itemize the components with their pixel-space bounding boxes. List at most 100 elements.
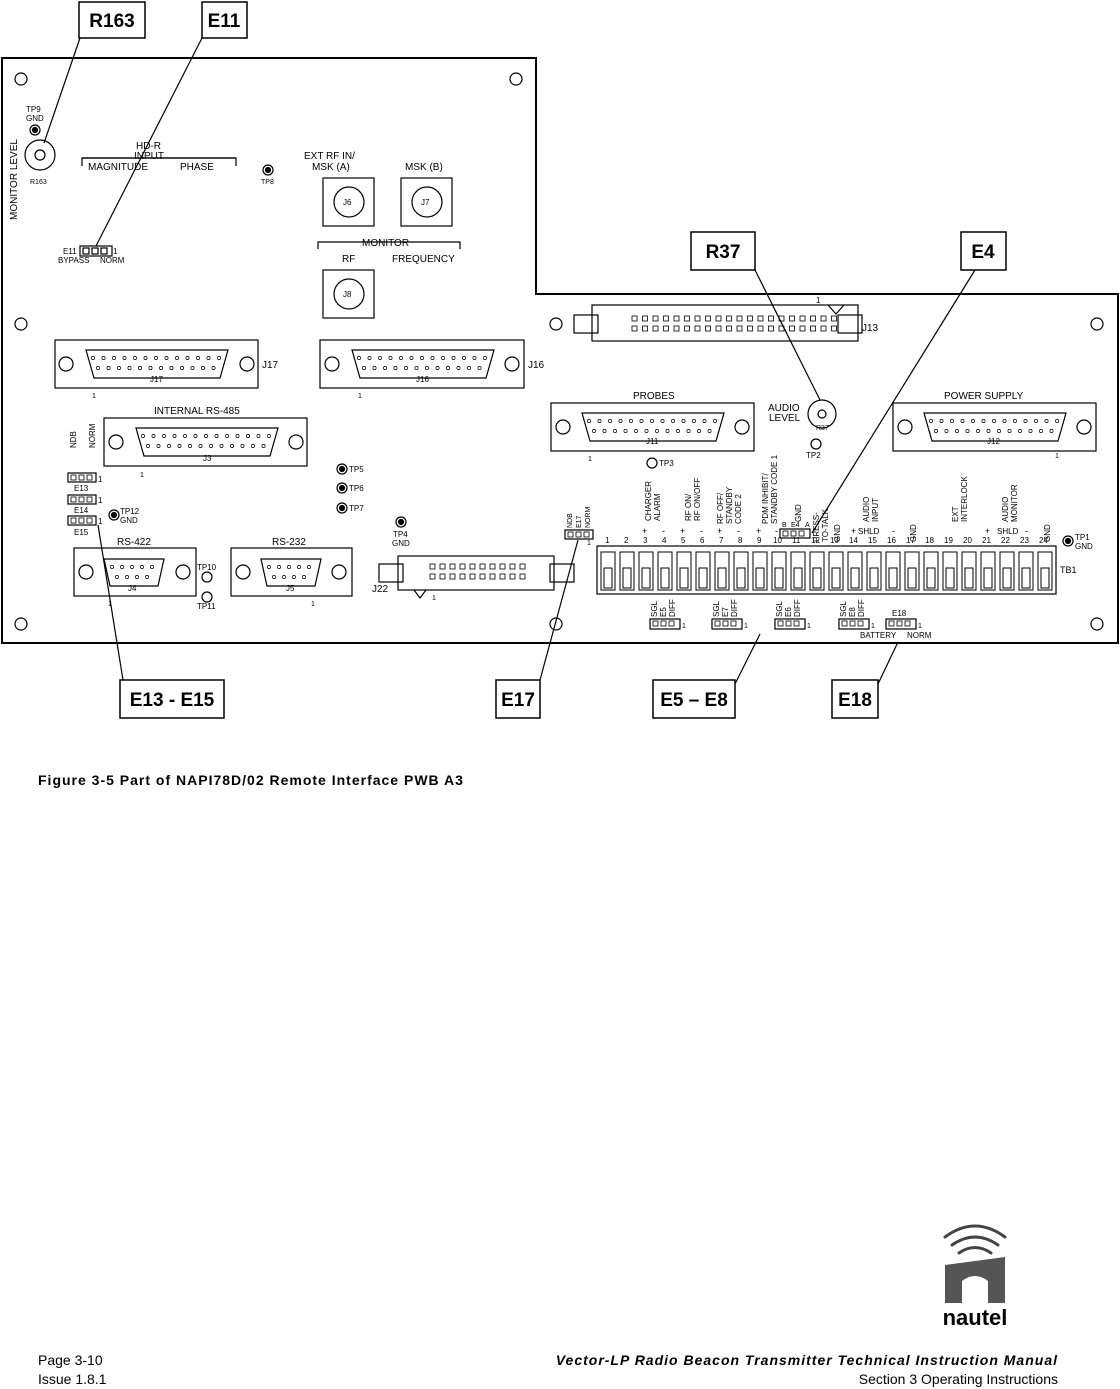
terminal-block-slot bbox=[679, 567, 689, 589]
connector-pin bbox=[272, 575, 276, 579]
header-pin bbox=[730, 620, 737, 627]
e15-pin1: 1 bbox=[98, 517, 103, 526]
callout-e18-box bbox=[831, 679, 879, 719]
e17-ndb: NDB bbox=[567, 513, 574, 528]
j11-pin1: 1 bbox=[588, 456, 592, 463]
header-pin bbox=[831, 325, 837, 332]
j17-inner: J17 bbox=[150, 375, 163, 384]
header-pin bbox=[668, 620, 675, 627]
terminal-number: 1 bbox=[605, 536, 610, 545]
rs232-label: RS-232 bbox=[272, 537, 306, 548]
connector-pin bbox=[1018, 429, 1022, 433]
terminal-block-screw bbox=[752, 551, 768, 591]
header-pin bbox=[86, 474, 93, 481]
header-pin bbox=[820, 325, 827, 332]
connector-pin bbox=[164, 356, 169, 360]
connector-pin bbox=[597, 419, 602, 423]
connector-pin bbox=[435, 366, 440, 370]
connector-pin bbox=[378, 356, 382, 360]
connector-pin bbox=[686, 429, 691, 433]
terminal-block-slot bbox=[660, 567, 670, 589]
header-pin bbox=[778, 325, 785, 332]
tp5-label: TP5 bbox=[349, 465, 364, 474]
connector-pin bbox=[692, 419, 696, 423]
header-pin bbox=[583, 531, 590, 538]
j13-pin1: 1 bbox=[816, 296, 821, 305]
e11-label: E11 bbox=[63, 247, 77, 256]
page-number: Page 3-10 bbox=[38, 1352, 103, 1368]
rfon-1: RF ON/ bbox=[684, 493, 693, 521]
connector-pin bbox=[106, 366, 111, 370]
connector-pin bbox=[618, 419, 623, 423]
connector-pin bbox=[193, 434, 198, 438]
magnitude-label: MAGNITUDE bbox=[88, 162, 148, 173]
connector-pin bbox=[623, 429, 628, 433]
terminal-number: 16 bbox=[887, 536, 896, 545]
terminal-block-screw bbox=[619, 551, 635, 591]
header-pin bbox=[714, 620, 721, 627]
j11-inner: J11 bbox=[646, 437, 659, 446]
callout-e5-e8: E5 – E8 bbox=[660, 690, 728, 711]
e17-pin1: 1 bbox=[587, 540, 591, 547]
e18-label: E18 bbox=[892, 609, 907, 618]
connector-pin bbox=[944, 429, 949, 433]
connector-pin bbox=[602, 429, 607, 433]
terminal-block-screw bbox=[904, 551, 920, 591]
terminal-number: 23 bbox=[1020, 536, 1029, 545]
header-pin bbox=[70, 517, 77, 524]
connector-pin bbox=[141, 434, 145, 438]
connector-pin bbox=[660, 419, 665, 423]
connector-pin bbox=[150, 565, 154, 569]
connector-pin bbox=[246, 434, 250, 438]
tp6-label: TP6 bbox=[349, 484, 364, 493]
connector-pin bbox=[287, 565, 291, 569]
connector-pin bbox=[292, 575, 296, 579]
tp9-label: TP9 bbox=[26, 105, 41, 114]
e6-sgl: SGL bbox=[775, 600, 784, 617]
pol-8: - bbox=[737, 526, 740, 536]
connector-pin bbox=[404, 366, 408, 370]
terminal-block-slot bbox=[983, 567, 993, 589]
header-pin bbox=[857, 620, 864, 627]
tb1-gnd-2: GND bbox=[833, 524, 842, 542]
terminal-block-slot bbox=[755, 567, 765, 589]
tp1-gnd-label: GND bbox=[1075, 542, 1093, 551]
audio-input-1: AUDIO bbox=[862, 497, 871, 522]
terminal-block-slot bbox=[1021, 567, 1031, 589]
tp2-label: TP2 bbox=[806, 451, 821, 460]
terminal-block-slot bbox=[831, 567, 841, 589]
terminal-block-screw bbox=[942, 551, 958, 591]
header-pin bbox=[642, 315, 648, 322]
e8-sgl: SGL bbox=[839, 600, 848, 617]
r163-label: R163 bbox=[30, 179, 47, 186]
terminal-block-slot bbox=[926, 567, 936, 589]
header-pin bbox=[673, 315, 680, 322]
header-pin bbox=[70, 474, 77, 481]
connector-pin bbox=[185, 356, 190, 360]
j6-label: J6 bbox=[343, 198, 352, 207]
e5-label: E5 bbox=[659, 607, 668, 617]
j4-pin1: 1 bbox=[108, 601, 112, 608]
connector-pin bbox=[183, 434, 187, 438]
terminal-number: 9 bbox=[757, 536, 762, 545]
e5-pin1: 1 bbox=[682, 623, 686, 630]
connector-pin bbox=[1028, 429, 1033, 433]
terminal-number: 4 bbox=[662, 536, 667, 545]
terminal-block-screw bbox=[657, 551, 673, 591]
terminal-block-screw bbox=[638, 551, 654, 591]
header-pin bbox=[660, 620, 667, 627]
charger-alarm-1: CHARGER bbox=[644, 481, 653, 521]
connector-pin bbox=[225, 434, 229, 438]
ext-interlock-1: EXT bbox=[951, 506, 960, 522]
callout-e17-box bbox=[495, 679, 541, 719]
terminal-block-screw bbox=[600, 551, 616, 591]
header-pin bbox=[519, 573, 526, 580]
callout-e17: E17 bbox=[501, 690, 535, 711]
connector-pin bbox=[992, 419, 996, 423]
connector-pin bbox=[467, 366, 471, 370]
terminal-number: 12 bbox=[811, 536, 820, 545]
ptt-1: PRESS- bbox=[812, 512, 821, 542]
connector-pin bbox=[167, 444, 171, 448]
terminal-number: 6 bbox=[700, 536, 705, 545]
header-pin bbox=[652, 325, 659, 332]
